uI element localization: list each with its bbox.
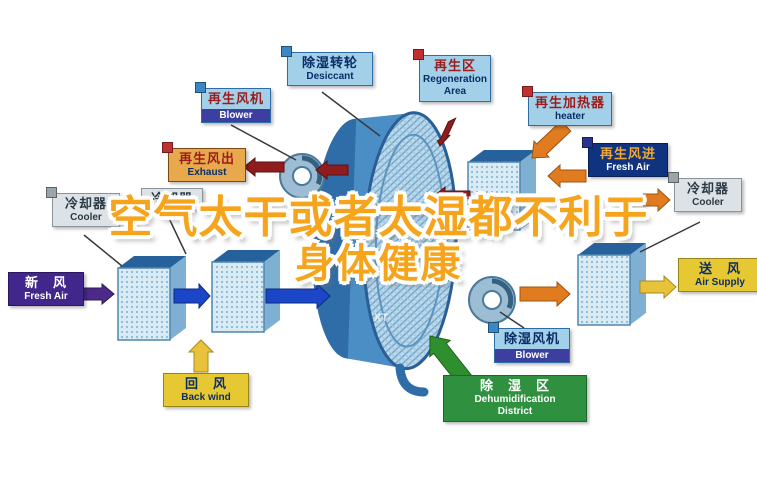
leader-desiccant: [321, 91, 381, 137]
label-dehumid-district-en1: Dehumidification: [474, 393, 556, 405]
arrow-back-wind-up: [187, 339, 215, 373]
corner-marker: [668, 172, 679, 183]
arrow-to-cooler-right: [631, 187, 671, 213]
label-cooler-left-zh: 冷却器: [64, 196, 107, 211]
label-air-supply-en: Air Supply: [694, 276, 745, 288]
label-exhaust-en: Exhaust: [187, 166, 227, 178]
label-regen-blower: 再生风机 Blower: [195, 82, 271, 123]
watermark: XT: [374, 312, 389, 324]
label-air-supply-zh: 送 风: [698, 261, 741, 276]
label-fresh-air: 新 风 Fresh Air: [8, 272, 84, 307]
desiccant-wheel: [311, 111, 458, 371]
arrow-fan-to-exhaust: [243, 156, 285, 178]
label-cooler-mid-zh: 冷却器: [150, 191, 193, 206]
corner-marker: [195, 82, 206, 93]
corner-marker: [488, 322, 499, 333]
label-back-wind-en: Back wind: [181, 391, 231, 403]
label-regen-heater-en: heater: [554, 110, 585, 122]
arrow-fresh-into-regen: [547, 163, 587, 189]
label-cooler-right-en: Cooler: [692, 196, 724, 208]
arrow-regen-into-wheel: [433, 185, 471, 207]
flow-arrows: [77, 117, 677, 386]
corner-marker: [281, 46, 292, 57]
label-desiccant: 除湿转轮 Desiccant: [281, 46, 373, 87]
arrow-heater-to-unit: [531, 120, 572, 159]
label-regen-blower-zh: 再生风机: [207, 91, 264, 106]
label-exhaust: 再生风出 Exhaust: [162, 142, 246, 183]
label-regen-fresh-air-en: Fresh Air: [606, 161, 650, 173]
label-regeneration-area-en: Regeneration Area: [423, 73, 487, 98]
corner-marker: [46, 187, 57, 198]
label-regen-blower-en: Blower: [202, 108, 270, 122]
supply-fan: [468, 276, 516, 324]
label-desiccant-en: Desiccant: [306, 70, 354, 82]
arrow-wheel-to-fan: [315, 159, 349, 181]
label-dehumid-district-en2: District: [497, 406, 533, 418]
ahu-unit-supply: [577, 243, 646, 326]
label-dehumid-blower-en: Blower: [495, 348, 569, 362]
leader-cooler-right: [639, 221, 701, 253]
wheel-stand: [395, 363, 429, 397]
label-cooler-right-zh: 冷却器: [686, 181, 729, 196]
corner-marker: [413, 49, 424, 60]
label-regen-fresh-air: 再生风进 Fresh Air: [582, 137, 668, 178]
label-fresh-air-en: Fresh Air: [24, 290, 68, 302]
label-cooler-left-en: Cooler: [70, 211, 102, 223]
leader-cooler-mid: [165, 211, 187, 255]
arrow-fan-to-supply-unit: [519, 280, 571, 308]
leader-cooler-left: [83, 234, 123, 267]
arrow-regen-area-pointer: [436, 117, 457, 147]
label-dehumid-district-zh: 除 湿 区: [479, 378, 550, 393]
label-exhaust-zh: 再生风出: [178, 151, 235, 166]
label-regeneration-area: 再生区 Regeneration Area: [413, 49, 491, 102]
corner-marker: [522, 86, 533, 97]
label-fresh-air-zh: 新 风: [24, 275, 67, 290]
label-air-supply: 送 风 Air Supply: [678, 258, 757, 293]
label-regen-heater: 再生加热器 heater: [522, 86, 612, 127]
ahu-unit-regeneration: [467, 150, 536, 231]
arrow-unit-to-unit: [173, 282, 211, 310]
regen-fan: [279, 153, 325, 199]
ahu-unit-mixing: [211, 250, 280, 333]
label-cooler-mid: 冷却器: [141, 188, 203, 210]
label-regen-fresh-air-zh: 再生风进: [599, 146, 656, 161]
label-regeneration-area-zh: 再生区: [433, 58, 476, 73]
label-desiccant-zh: 除湿转轮: [301, 55, 358, 70]
leader-regen-blower: [230, 124, 297, 161]
ahu-unit-fresh-air: [117, 256, 186, 341]
leader-dehumid-blower: [499, 311, 525, 329]
label-dehumid-blower: 除湿风机 Blower: [488, 322, 570, 363]
arrow-unit-to-wheel: [265, 282, 331, 310]
label-dehumid-district: 除 湿 区 Dehumidification District: [443, 375, 587, 422]
leader-lines: [83, 91, 701, 329]
label-regen-heater-zh: 再生加热器: [534, 95, 605, 110]
corner-marker: [582, 137, 593, 148]
label-cooler-left: 冷却器 Cooler: [46, 187, 120, 228]
label-back-wind: 回 风 Back wind: [163, 373, 249, 408]
arrow-air-supply-out: [639, 274, 677, 300]
label-back-wind-zh: 回 风: [184, 376, 227, 391]
corner-marker: [162, 142, 173, 153]
label-dehumid-blower-zh: 除湿风机: [503, 331, 560, 346]
label-cooler-right: 冷却器 Cooler: [668, 172, 742, 213]
